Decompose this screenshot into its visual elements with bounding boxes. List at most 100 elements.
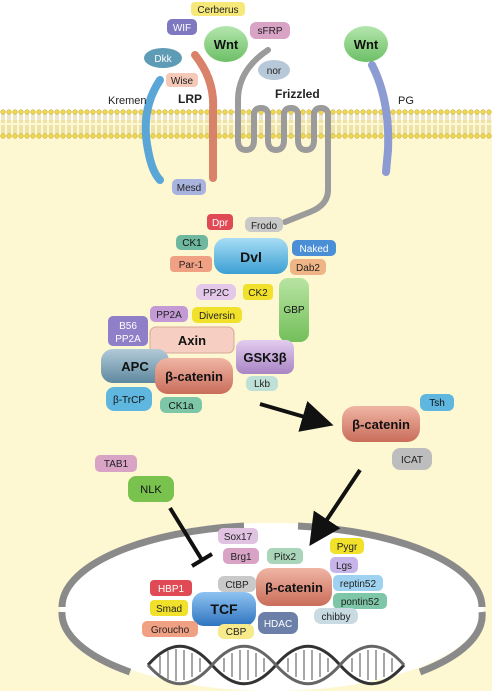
hdac-label: HDAC <box>264 619 292 630</box>
pg-label: PG <box>398 95 414 107</box>
dab2-node <box>290 259 326 275</box>
dna-helix-icon <box>146 644 406 686</box>
pontin52-node <box>333 593 387 609</box>
sfrp-label: sFRP <box>258 26 283 37</box>
bcatenin-complex-node <box>155 358 233 394</box>
wnt-ligand-left <box>204 26 248 62</box>
bcatenin-free-node <box>342 406 420 442</box>
apc-node <box>101 349 169 383</box>
gsk3b-label: GSK3β <box>243 350 286 365</box>
inhibition-bar-icon <box>190 552 214 568</box>
icat-node <box>392 448 432 470</box>
sox17-node <box>218 528 258 544</box>
ctbp-node <box>218 576 256 592</box>
frodo-label: Frodo <box>251 221 278 232</box>
nlk-label: NLK <box>140 484 162 496</box>
groucho-label: Groucho <box>151 625 190 636</box>
wnt-ligand-right <box>344 26 388 62</box>
wnt-left-label: Wnt <box>214 37 239 52</box>
nuclear-envelope-left <box>58 522 245 608</box>
pp2a-top-label: PP2A <box>156 310 182 321</box>
pp2c-node <box>196 284 236 300</box>
sfrp-node <box>250 22 290 39</box>
pygr-label: Pygr <box>337 542 358 553</box>
tab1-node <box>95 455 137 472</box>
bcatenin-complex-label: β-catenin <box>165 369 223 384</box>
frodo-node <box>245 217 283 232</box>
nor-label: nor <box>267 66 282 77</box>
mesd-node <box>172 179 206 195</box>
ck1-label: CK1 <box>182 238 202 249</box>
cbp-node <box>218 624 254 639</box>
dkk-label: Dkk <box>154 54 172 65</box>
frizzled-label: Frizzled <box>275 87 320 101</box>
wise-node <box>166 73 198 87</box>
pp2a-top-node <box>150 306 188 322</box>
gbp-label: GBP <box>283 305 304 316</box>
tab1-label: TAB1 <box>104 459 129 470</box>
cerberus-node <box>191 2 245 16</box>
b56-label: B56 <box>119 321 137 332</box>
btrcp-label: β-TrCP <box>113 395 145 406</box>
bcatenin-nuclear-node <box>256 568 332 606</box>
cerberus-label: Cerberus <box>197 5 238 16</box>
reptin52-label: reptin52 <box>340 579 377 590</box>
ctbp-label: CtBP <box>225 580 249 591</box>
reptin52-node <box>333 575 383 591</box>
brg1-label: Brg1 <box>230 552 252 563</box>
dvl-node <box>214 238 288 274</box>
tcf-node <box>192 592 256 626</box>
wise-label: Wise <box>171 76 194 87</box>
wif-label: WIF <box>173 23 191 34</box>
frizzled-receptor <box>235 47 331 225</box>
b56-pp2a-node <box>108 316 148 346</box>
axin-node <box>149 326 235 354</box>
ck1a-label: CK1a <box>168 401 193 412</box>
pitx2-node <box>267 548 303 564</box>
wif-node <box>167 19 197 35</box>
plasma-membrane <box>0 108 492 140</box>
dkk-node <box>144 48 182 68</box>
lgs-node <box>330 557 358 573</box>
diversin-label: Diversin <box>199 311 235 322</box>
lkb-node <box>246 376 278 391</box>
nuclear-envelope-bottom-left <box>58 611 132 676</box>
pontin52-label: pontin52 <box>341 597 380 608</box>
dvl-label: Dvl <box>240 249 262 265</box>
lrp-receptor <box>191 51 218 182</box>
nuclear-envelope-bottom-right <box>418 611 486 676</box>
gsk3b-node <box>236 340 294 374</box>
pp2c-label: PP2C <box>203 288 229 299</box>
chibby-node <box>314 608 358 624</box>
ck2-label: CK2 <box>248 288 268 299</box>
ck2-node <box>243 284 273 300</box>
bcatenin-nuclear-label: β-catenin <box>265 580 323 595</box>
par1-node <box>170 256 212 272</box>
axin-label: Axin <box>178 333 206 348</box>
naked-label: Naked <box>300 244 329 255</box>
tsh-label: Tsh <box>429 398 445 409</box>
b56-pp2a-label: PP2A <box>115 334 141 345</box>
lrp-label: LRP <box>178 92 202 106</box>
release-arrow-icon <box>259 401 334 432</box>
dpr-node <box>207 214 233 230</box>
smad-label: Smad <box>156 604 182 615</box>
diversin-node <box>192 307 242 323</box>
nuclear-import-arrow-icon <box>309 468 362 546</box>
kremen-label: Kremen <box>108 95 147 107</box>
lkb-label: Lkb <box>254 379 271 390</box>
proteoglycan <box>368 61 393 176</box>
norrin-node <box>258 60 290 80</box>
hbp1-label: HBP1 <box>158 584 185 595</box>
wnt-right-label: Wnt <box>354 37 379 52</box>
sox17-label: Sox17 <box>224 532 253 543</box>
tcf-label: TCF <box>210 601 238 617</box>
tsh-node <box>420 394 454 411</box>
cbp-label: CBP <box>226 627 247 638</box>
par1-label: Par-1 <box>179 260 204 271</box>
icat-label: ICAT <box>401 455 423 466</box>
brg1-node <box>223 548 259 564</box>
ck1-node <box>176 235 208 250</box>
ck1a-node <box>160 397 202 413</box>
